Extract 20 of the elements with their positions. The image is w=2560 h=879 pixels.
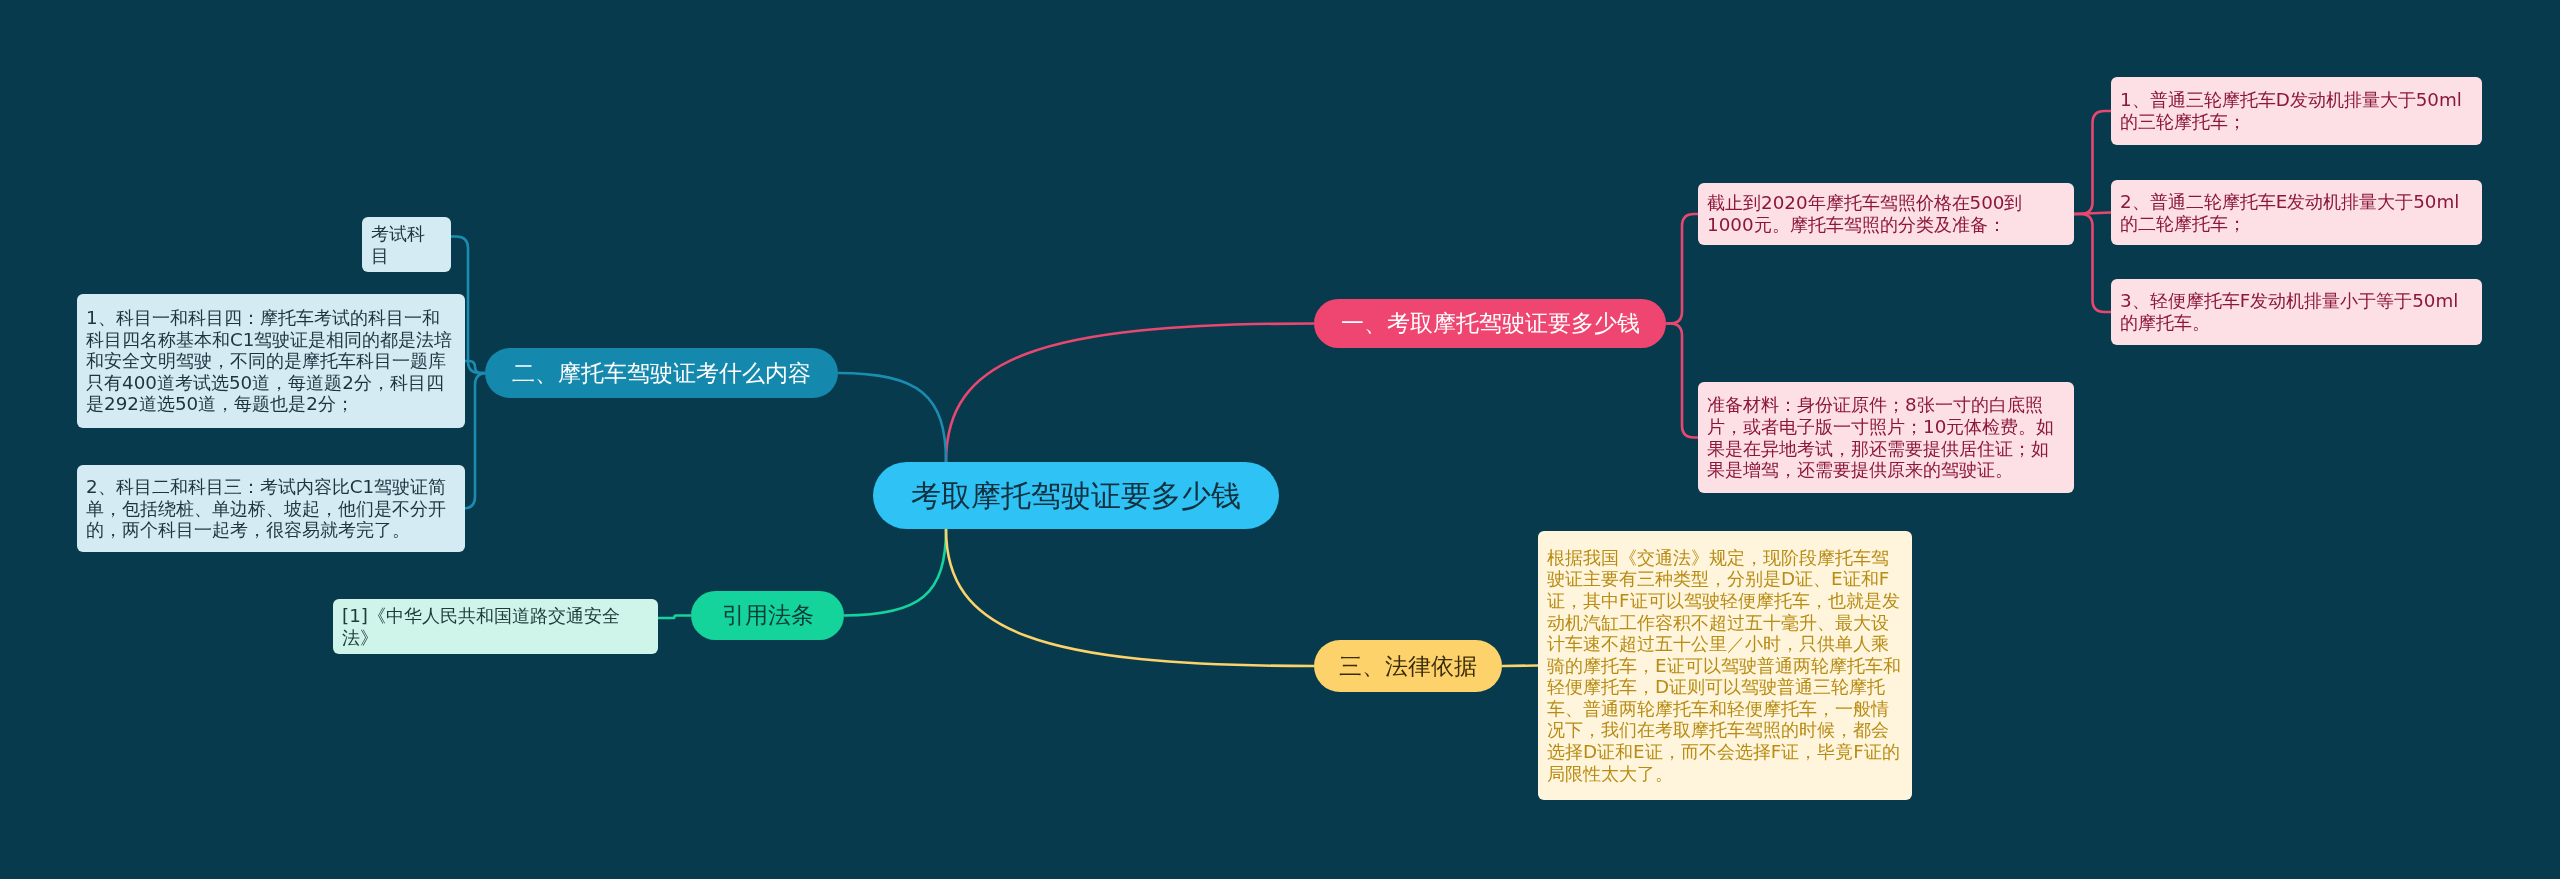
branch-topic: 二、摩托车驾驶证考什么内容 bbox=[485, 348, 838, 398]
connector-line bbox=[2074, 212, 2111, 314]
note-card: 根据我国《交通法》规定，现阶段摩托车驾驶证主要有三种类型，分别是D证、E证和F证，其中F证可以驾驶轻便摩托车，也就是发动机汽缸工作容积不超过五十毫升、最大设计车速不超过五十公里／小时，只供单人乘骑的摩托车，E证可以驾驶普通两轮摩托车和轻便摩托车，D证则可以驾驶普通三轮摩托车、普通两轮摩托车和轻便摩托车，一般情况下，我们在考取摩托车驾照的时候，都会选择D证和E证，而不会选择F证，毕竟F证的局限性太大了。 bbox=[1538, 531, 1912, 800]
connector-line bbox=[837, 371, 948, 463]
note-card: 1、普通三轮摩托车D发动机排量大于50ml的三轮摩托车； bbox=[2111, 77, 2482, 145]
connector-line bbox=[658, 614, 691, 620]
note-card: 2、普通二轮摩托车E发动机排量大于50ml的二轮摩托车； bbox=[2111, 180, 2482, 245]
connector-line bbox=[1502, 664, 1538, 668]
connector-line bbox=[944, 528, 1314, 668]
central-topic: 考取摩托驾驶证要多少钱 bbox=[873, 462, 1279, 529]
note-card: 2、科目二和科目三：考试内容比C1驾驶证简单，包括绕桩、单边桥、坡起，他们是不分开的，两个科目一起考，很容易就考完了。 bbox=[77, 465, 465, 552]
note-card: 1、科目一和科目四：摩托车考试的科目一和科目四名称基本和C1驾驶证是相同的都是法培和安全文明驾驶，不同的是摩托车科目一题库只有400道考试选50道，每道题2分，科目四是292道选50道，每题也是2分； bbox=[77, 294, 465, 428]
branch-topic: 一、考取摩托驾驶证要多少钱 bbox=[1314, 299, 1666, 348]
note-card: 3、轻便摩托车F发动机排量小于等于50ml的摩托车。 bbox=[2111, 279, 2482, 345]
note-card: 准备材料：身份证原件；8张一寸的白底照片，或者电子版一寸照片；10元体检费。如果是在异地考试，那还需要提供居住证；如果是增驾，还需要提供原来的驾驶证。 bbox=[1698, 382, 2074, 493]
branch-topic: 引用法条 bbox=[691, 591, 844, 640]
note-card: [1]《中华人民共和国道路交通安全法》 bbox=[333, 599, 658, 655]
branch-topic: 三、法律依据 bbox=[1314, 640, 1502, 692]
note-card: 截止到2020年摩托车驾照价格在500到1000元。摩托车驾照的分类及准备： bbox=[1698, 183, 2074, 245]
note-card: 考试科目 bbox=[362, 217, 451, 273]
